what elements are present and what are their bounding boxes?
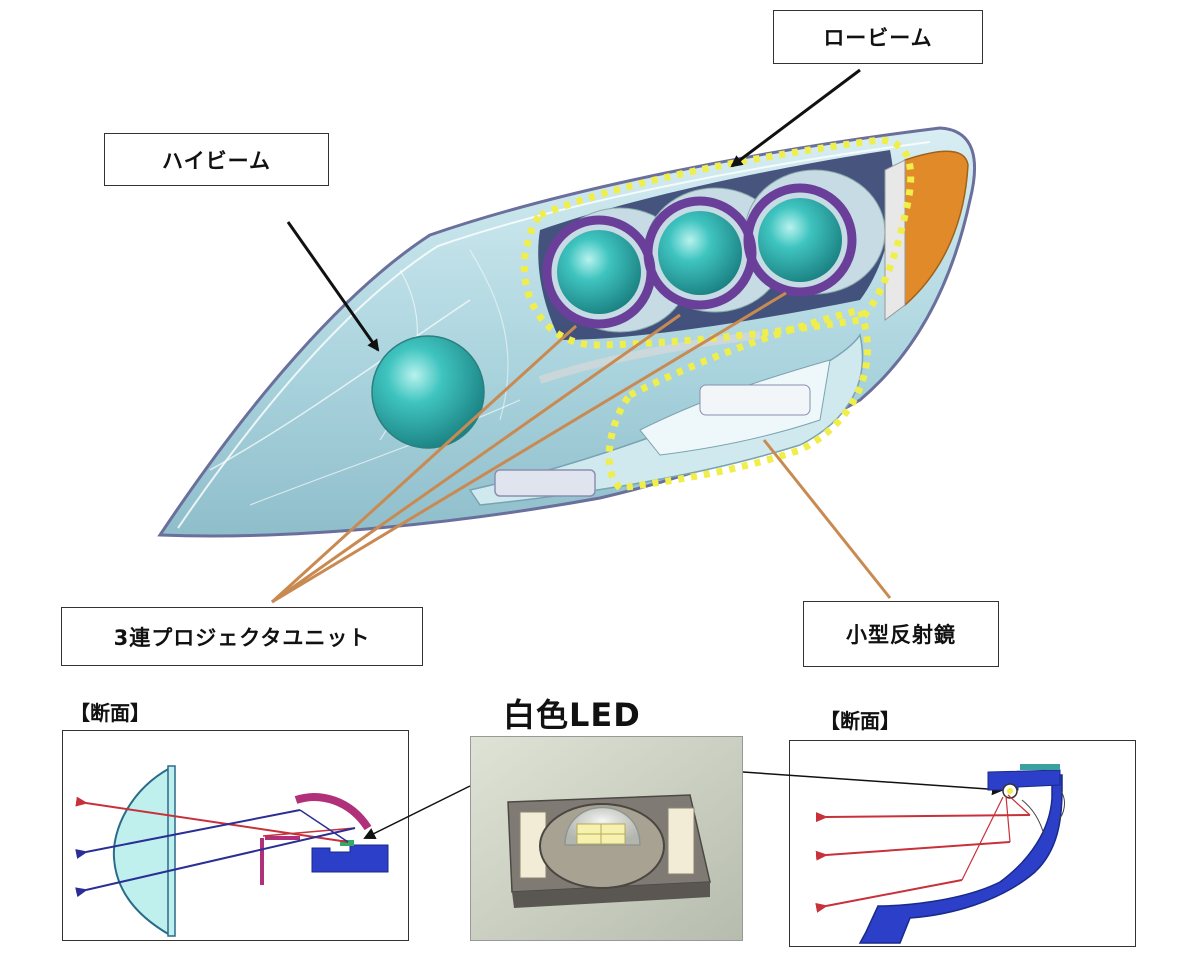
high-beam-label: ハイビーム <box>162 148 271 173</box>
projector-unit-label: 3連プロジェクタユニット <box>113 625 371 650</box>
projector-cross-section <box>75 765 389 937</box>
low-beam-label-box: ロービーム <box>773 10 983 64</box>
high-beam-label-box: ハイビーム <box>104 133 329 186</box>
projector-unit-label-box: 3連プロジェクタユニット <box>61 607 423 666</box>
low-beam-projector-lenses <box>542 183 857 329</box>
small-reflector-highlight <box>605 305 871 492</box>
low-beam-highlight <box>520 136 915 349</box>
label-pointer-arrows <box>270 68 1004 839</box>
white-led-title: 白色LED <box>503 696 641 734</box>
small-reflector-label: 小型反射鏡 <box>846 623 956 647</box>
high-beam-projector-lens <box>371 335 485 449</box>
cross-section-left-label: 【断面】 <box>70 701 150 725</box>
cross-section-right-label: 【断面】 <box>820 709 900 733</box>
low-beam-label: ロービーム <box>823 26 933 50</box>
small-reflector-label-box: 小型反射鏡 <box>803 601 999 667</box>
white-led-photo <box>471 737 742 940</box>
reflector-cross-section <box>815 764 1065 944</box>
reflector-cross-section-panel <box>789 740 1136 947</box>
